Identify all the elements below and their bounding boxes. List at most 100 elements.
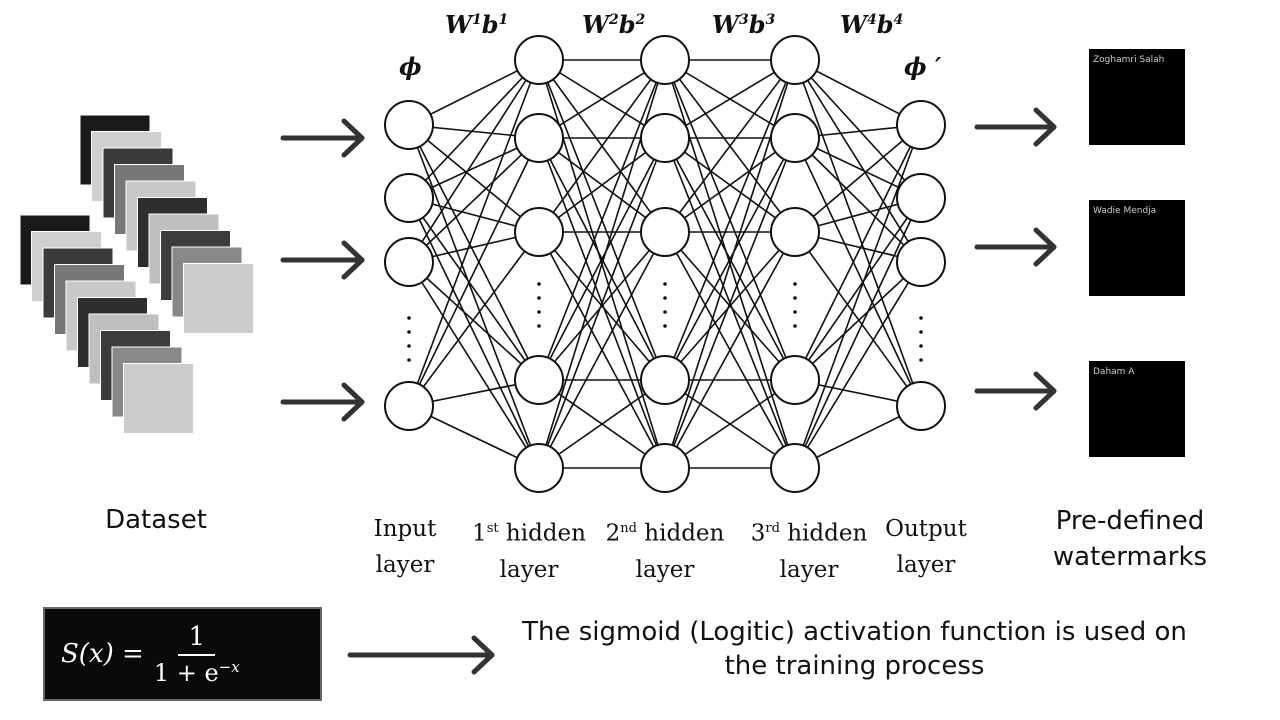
network-edge [538,137,666,469]
network-edge [794,124,922,233]
hidden2-node [640,207,690,257]
stack-back-image [183,263,254,334]
network-edge [794,137,922,407]
network-edge [794,124,922,381]
input-ellipsis-dot [407,330,411,334]
network-edge [664,231,796,381]
hidden1-ellipsis-dot [537,282,541,286]
stack-front-image [123,363,194,434]
network-edge [408,59,540,263]
network-edge [408,261,540,381]
network-edge [794,197,922,381]
network-edge [408,197,540,469]
hidden2-node [640,35,690,85]
output-ellipsis-dot [919,330,923,334]
network-edge [538,379,666,469]
network-edge [408,261,540,469]
hidden1-node [514,35,564,85]
weight-label-4: W4b4 [840,10,904,39]
output-node [896,173,946,223]
hidden3-node [770,355,820,405]
network-edge [538,231,666,381]
hidden1-ellipsis-dot [537,296,541,300]
watermark-image-2: Wadie Mendja [1089,200,1185,296]
network-edge [664,137,796,469]
network-edge [408,124,540,233]
input-arrow-3-head [341,382,365,422]
dataset-label: Dataset [105,505,207,535]
network-edge [794,261,922,381]
network-edge [538,231,666,469]
input-node [384,100,434,150]
dataset-image-stacks [19,114,254,434]
hidden-layer-2-label: 2nd hidden layer [605,520,725,583]
output-arrow-3 [974,371,1057,411]
network-edges [408,59,922,469]
hidden3-node [770,443,820,493]
hidden3-ellipsis-dot [793,296,797,300]
hidden1-ellipsis-dot [537,310,541,314]
network-edge [538,137,666,233]
hidden1-node [514,207,564,257]
phi-output-symbol: ϕ ′ [904,52,942,81]
network-edge [794,197,922,469]
input-node [384,237,434,287]
hidden2-node [640,355,690,405]
watermark-image-3: Daham A [1089,361,1185,457]
sigmoid-formula-box: S(x) = 1 1 + e−x [43,607,322,701]
watermark-text-3: Daham A [1093,367,1135,377]
output-arrow-1 [974,107,1057,147]
output-arrow-2-head [1033,227,1057,267]
network-edge [794,59,922,199]
output-ellipsis-dot [919,316,923,320]
network-edge [408,137,540,407]
network-edge [408,59,540,407]
hidden3-node [770,207,820,257]
hidden2-node [640,443,690,493]
watermark-text-2: Wadie Mendja [1093,206,1157,216]
hidden-layer-3-label: 3rd hidden layer [750,520,868,583]
weight-label-1: W1b1 [445,10,509,39]
network-edge [408,137,540,263]
hidden3-node [770,113,820,163]
sigmoid-formula: S(x) = 1 1 + e−x [61,621,240,687]
output-arrow-3-head [1033,371,1057,411]
hidden3-ellipsis-dot [793,310,797,314]
weight-label-3: W3b3 [712,10,776,39]
watermark-text-1: Zoghamri Salah [1093,55,1165,65]
output-ellipsis-dot [919,358,923,362]
hidden3-ellipsis-dot [793,324,797,328]
input-arrow-1-head [341,118,365,158]
input-arrow-3 [280,382,365,422]
network-edge [408,231,540,407]
output-arrow-1-head [1033,107,1057,147]
output-node [896,237,946,287]
network-edge [538,59,666,381]
hidden2-ellipsis-dot [663,324,667,328]
hidden2-ellipsis-dot [663,282,667,286]
network-edge [664,137,796,233]
hidden1-node [514,113,564,163]
hidden2-ellipsis-dot [663,296,667,300]
formula-arrow-head [471,635,495,675]
hidden-layer-1-label: 1st hidden layer [472,520,586,583]
hidden1-node [514,355,564,405]
phi-input-symbol: ϕ [399,52,422,81]
network-edge [794,231,922,407]
network-edge [408,59,540,199]
output-ellipsis-dot [919,344,923,348]
network-edge [794,59,922,407]
input-arrow-2-head [341,240,365,280]
weight-label-2: W2b2 [582,10,646,39]
input-ellipsis-dot [407,344,411,348]
network-edge [664,59,796,381]
watermark-image-1: Zoghamri Salah [1089,49,1185,145]
input-arrow-2 [280,240,365,280]
network-edge [794,124,922,469]
network-edge [408,124,540,381]
network-edge [664,59,796,139]
network-edge [664,379,796,469]
network-edge [538,59,666,233]
